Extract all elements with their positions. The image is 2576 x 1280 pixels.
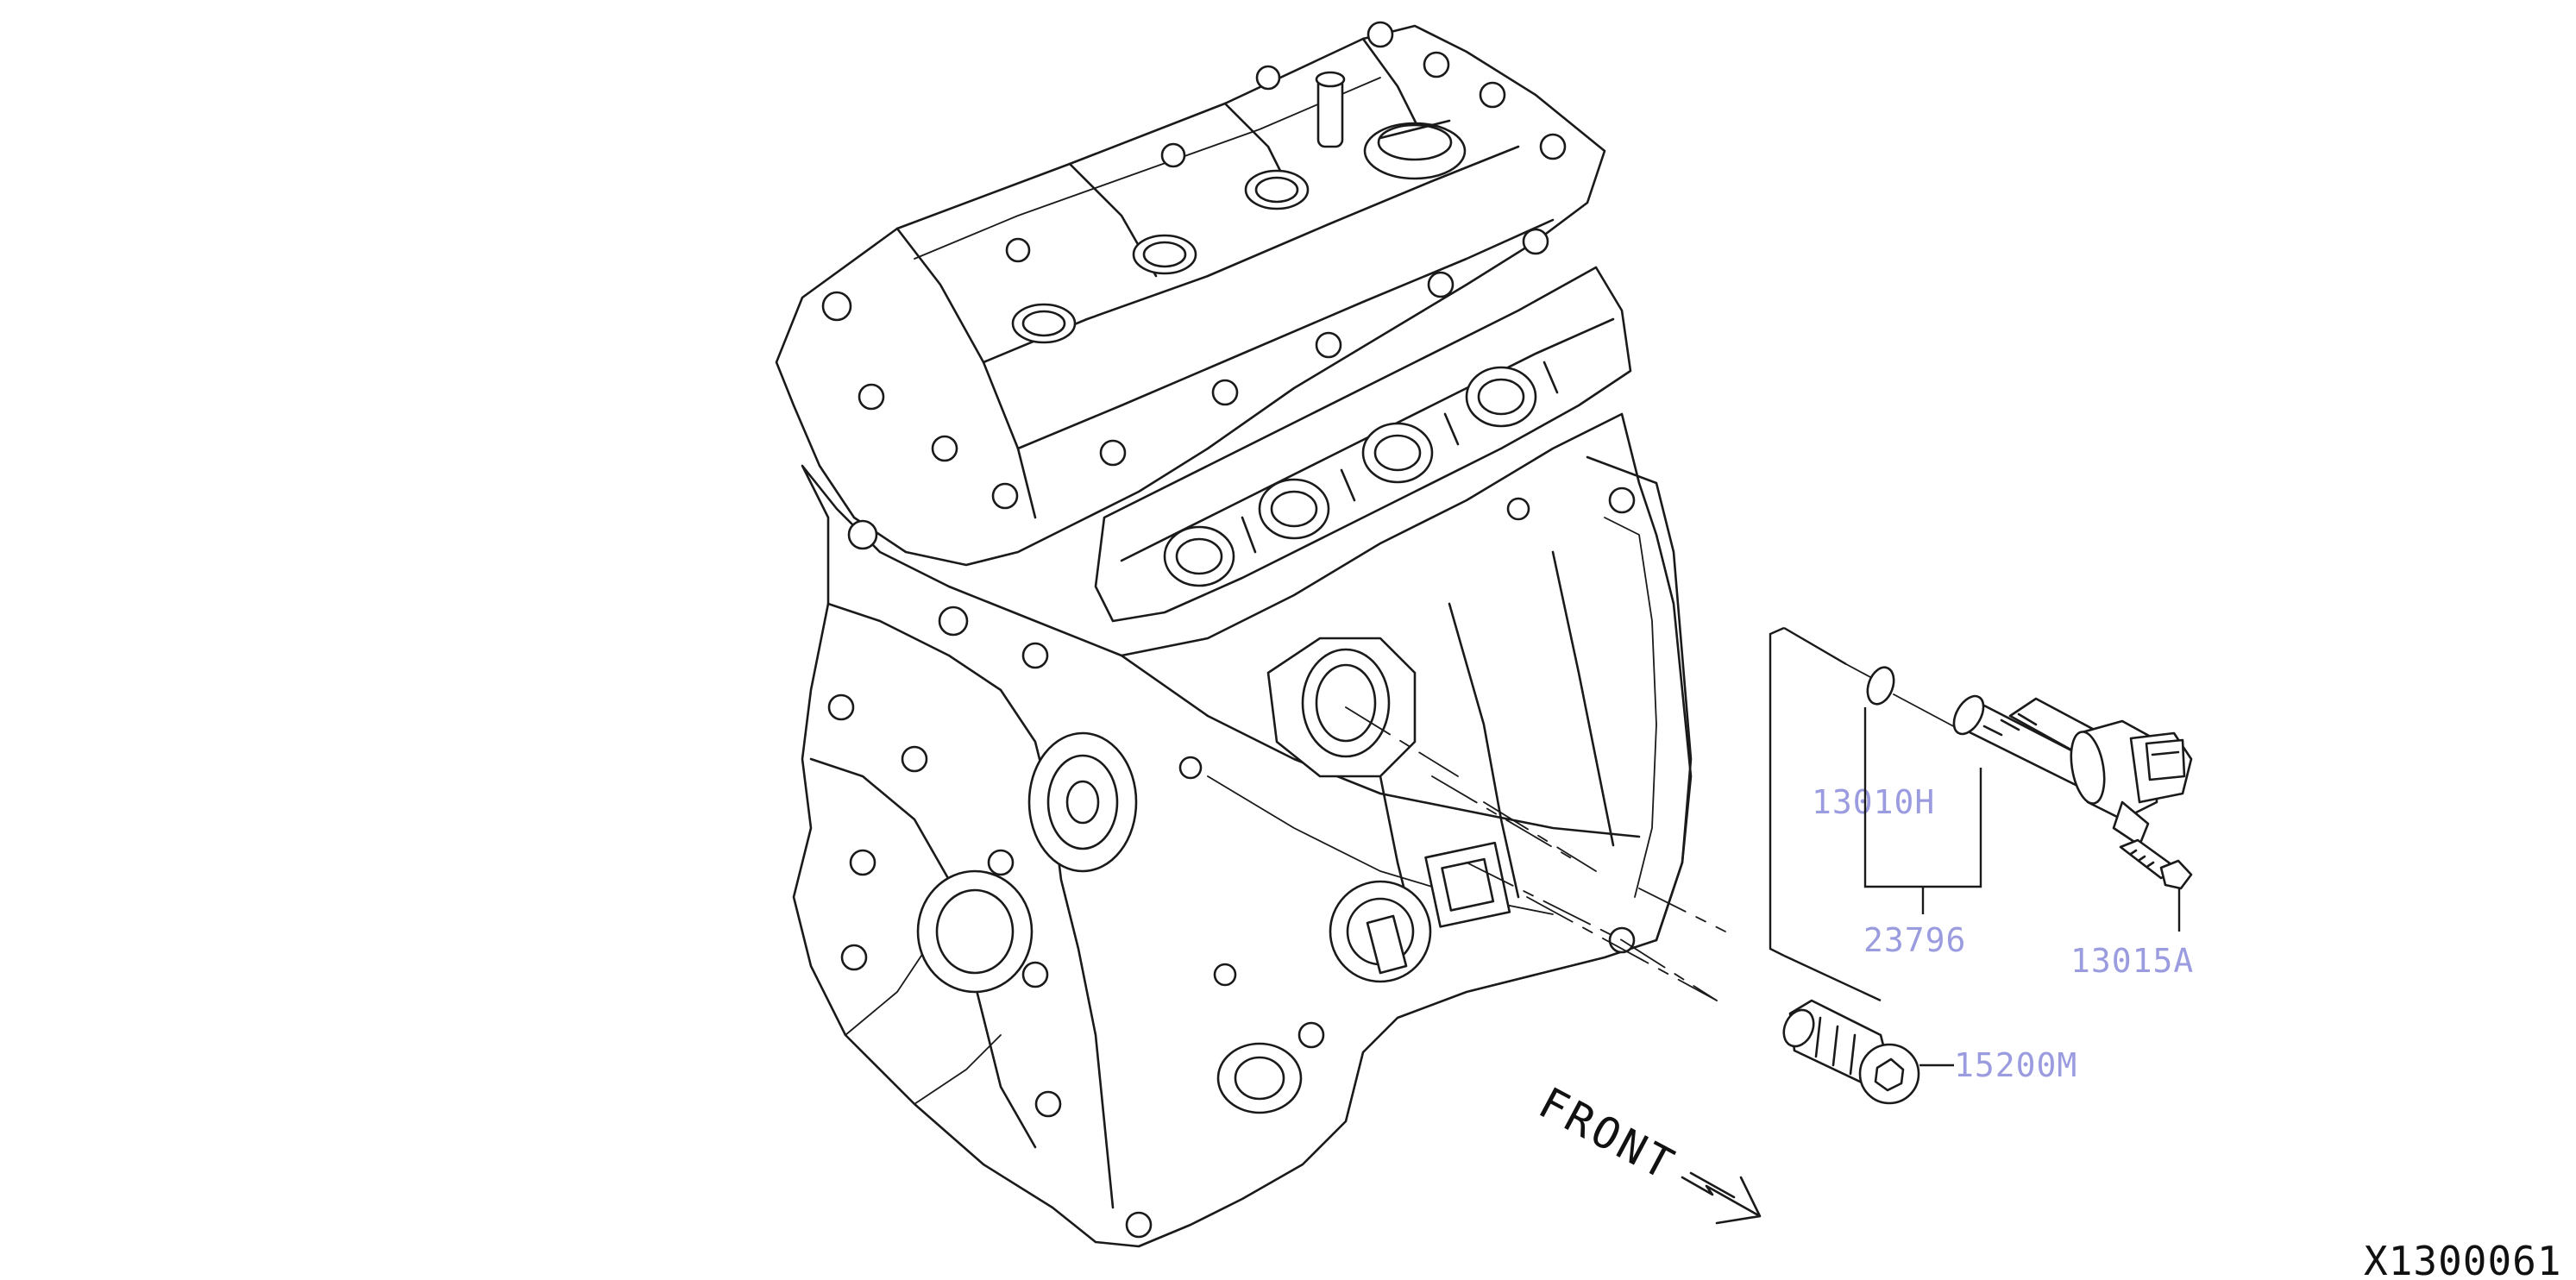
part-labels: 13010H 23796 13015A 15200M <box>1812 783 2194 1084</box>
front-arrow-icon <box>1681 1171 1762 1225</box>
bolt <box>2119 838 2193 932</box>
oil-filter-mount <box>1329 880 1432 983</box>
front-direction-indicator: FRONT <box>1530 1077 1762 1225</box>
cylinder-head <box>1094 266 1632 623</box>
group-bracket <box>1769 626 1882 1002</box>
part-label-valve-assy: 23796 <box>1863 921 1966 959</box>
crank-seal <box>916 869 1303 1114</box>
drawing-id: X1300061 <box>2364 1238 2562 1280</box>
cylinder-block <box>792 412 1693 1248</box>
engine-block-assembly <box>775 21 1693 1248</box>
part-label-bolt: 13015A <box>2070 942 2194 980</box>
cylinder-head-cover <box>775 21 1606 567</box>
oil-strainer <box>1782 999 1954 1105</box>
part-label-filter: 15200M <box>1954 1046 2077 1084</box>
front-label: FRONT <box>1530 1077 1684 1190</box>
water-pump <box>1027 731 1138 873</box>
water-outlet-housing <box>1266 637 1417 778</box>
label-leaders <box>1863 707 1982 914</box>
alignment-lines <box>1345 706 1726 1001</box>
vtc-solenoid-valve <box>1952 694 2193 847</box>
part-label-oring: 13010H <box>1812 783 1935 821</box>
o-ring <box>1845 663 1959 730</box>
